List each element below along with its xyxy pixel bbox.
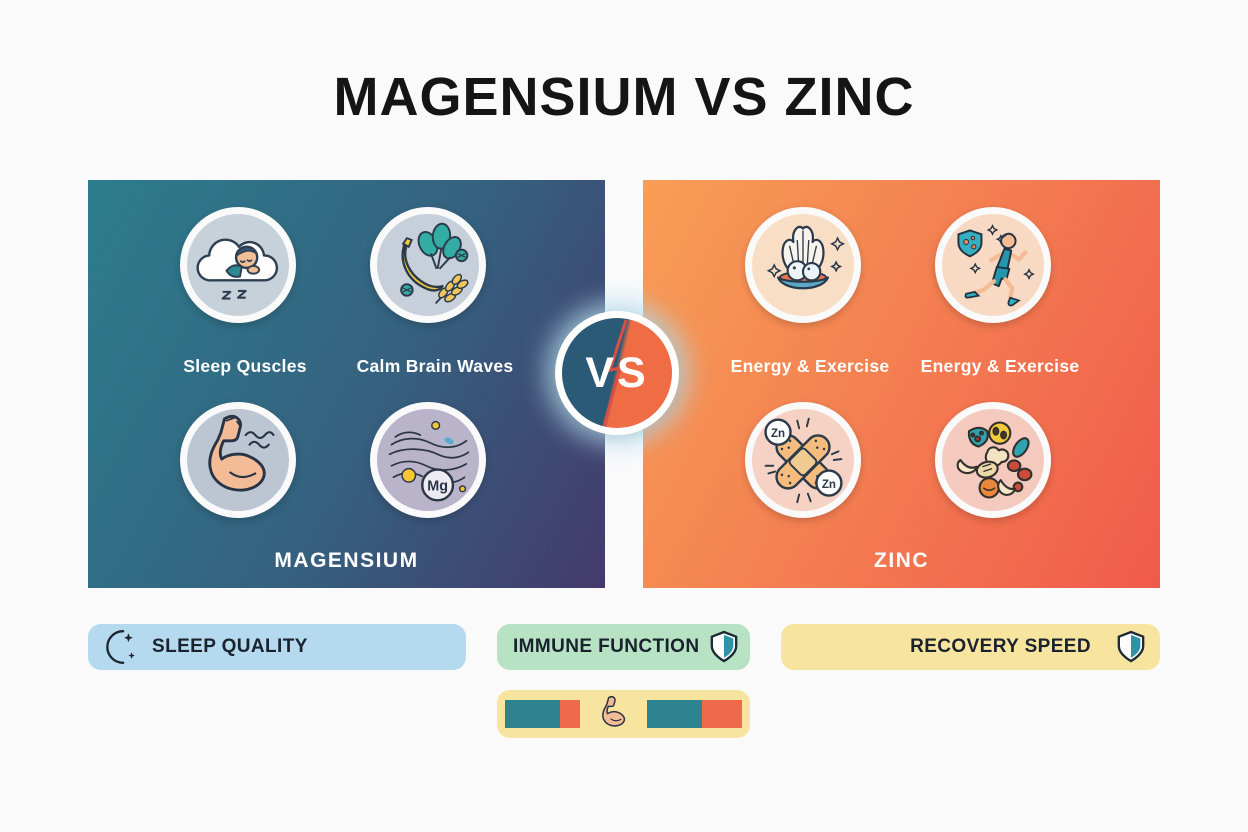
bandage-zinc-icon: Zn Zn bbox=[745, 402, 861, 518]
zinc-panel: Zn Zn bbox=[643, 180, 1160, 588]
runner-immune-shield-icon bbox=[935, 207, 1051, 323]
magnesium-score-bar bbox=[505, 700, 580, 728]
recovery-speed-badge: RECOVERY SPEED bbox=[781, 624, 1160, 670]
recovery-speed-label: RECOVERY SPEED bbox=[910, 636, 1091, 657]
vs-badge: VS bbox=[555, 311, 679, 435]
immune-function-badge: IMMUNE FUNCTION bbox=[497, 624, 750, 670]
vs-label: VS bbox=[585, 348, 649, 397]
zinc-score-teal-segment bbox=[647, 700, 703, 728]
magnesium-panel-title: MAGENSIUM bbox=[274, 549, 419, 572]
banana-leafy-greens-icon bbox=[370, 207, 486, 323]
magnesium-panel: Mg Sleep Quscles Calm Brain Waves MAGENS… bbox=[88, 180, 605, 588]
lightning-bolt-icon bbox=[602, 319, 628, 427]
oyster-pearl-icon bbox=[745, 207, 861, 323]
crescent-moon-stars-icon bbox=[106, 630, 135, 664]
half-shield-icon bbox=[710, 630, 738, 663]
cell-label-energy-2: Energy & Exercise bbox=[920, 356, 1080, 376]
sleep-quality-badge: SLEEP QUALITY bbox=[88, 624, 466, 670]
mg-symbol-text: Mg bbox=[427, 479, 448, 495]
zinc-score-orange-segment bbox=[702, 700, 742, 728]
zinc-panel-title: ZINC bbox=[874, 549, 929, 572]
cell-label-energy-1: Energy & Exercise bbox=[730, 356, 890, 376]
magnesium-score-orange-segment bbox=[559, 700, 580, 728]
zinc-score-bar bbox=[647, 700, 742, 728]
nuts-seeds-icon bbox=[935, 402, 1051, 518]
magnesium-calm-waves-icon: Mg bbox=[370, 402, 486, 518]
flexed-bicep-icon bbox=[601, 695, 625, 727]
sleep-quality-label: SLEEP QUALITY bbox=[152, 636, 308, 657]
cell-label-calm-brain: Calm Brain Waves bbox=[356, 356, 514, 376]
comparison-bar bbox=[497, 690, 750, 738]
cell-label-sleep: Sleep Quscles bbox=[183, 356, 307, 376]
immune-function-label: IMMUNE FUNCTION bbox=[513, 636, 700, 657]
flexed-bicep-icon bbox=[180, 402, 296, 518]
magnesium-score-teal-segment bbox=[505, 700, 560, 728]
sleeping-person-cloud-icon bbox=[180, 207, 296, 323]
zn-symbol-text-top: Zn bbox=[771, 428, 785, 440]
half-shield-icon bbox=[1117, 630, 1145, 663]
page-title: MAGENSIUM VS ZINC bbox=[333, 67, 915, 127]
zn-symbol-text-bottom: Zn bbox=[822, 479, 836, 491]
